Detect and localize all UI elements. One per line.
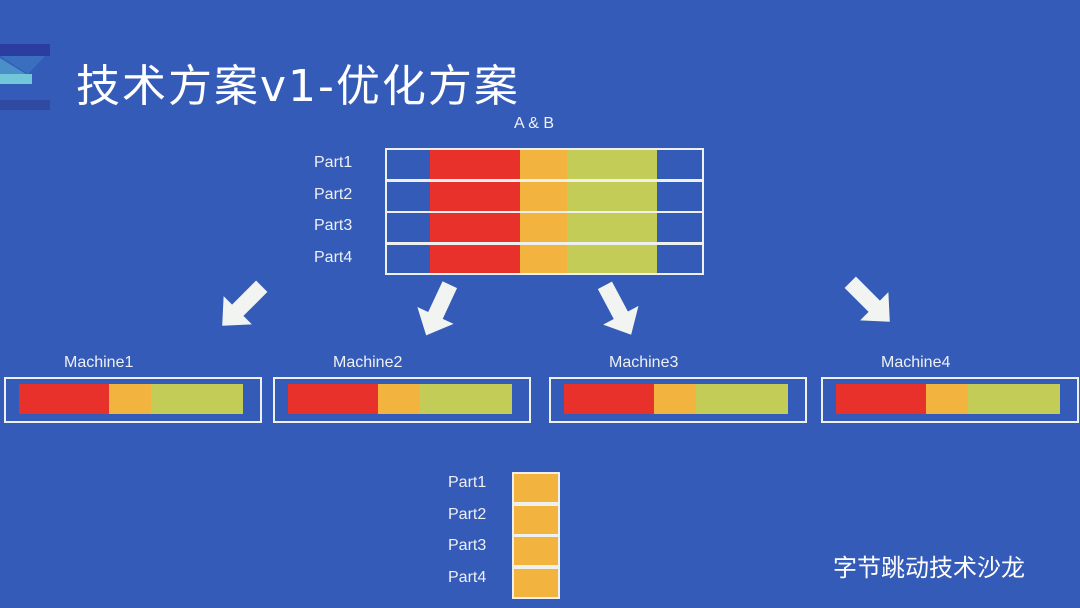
part-label: Part1 bbox=[448, 474, 487, 491]
part-cell bbox=[512, 472, 560, 504]
table-row bbox=[385, 148, 704, 181]
part-label: Part4 bbox=[314, 248, 353, 266]
table-header: A & B bbox=[514, 115, 555, 132]
watermark: 字节跳动技术沙龙 bbox=[833, 554, 1025, 582]
segment-green bbox=[567, 150, 657, 179]
segment-green bbox=[420, 384, 512, 414]
segment-red bbox=[19, 384, 109, 414]
segment-orange bbox=[109, 384, 151, 414]
segment-orange bbox=[378, 384, 420, 414]
part-cell bbox=[512, 503, 560, 536]
part-label: Part1 bbox=[314, 154, 353, 171]
part-cell bbox=[512, 566, 560, 599]
segment-red bbox=[430, 181, 520, 211]
segment-orange bbox=[520, 244, 567, 273]
part-cell bbox=[512, 535, 560, 567]
machine-label: Machine2 bbox=[333, 354, 403, 371]
part-label: Part3 bbox=[314, 217, 353, 234]
machine-label: Machine3 bbox=[609, 354, 679, 371]
segment-red bbox=[564, 384, 654, 414]
segment-green bbox=[567, 213, 657, 242]
segment-green bbox=[696, 384, 788, 414]
segment-green bbox=[567, 181, 657, 211]
arrow-down-right-icon bbox=[844, 276, 890, 322]
segment-green bbox=[968, 384, 1060, 414]
segment-green bbox=[151, 384, 243, 414]
segment-orange bbox=[926, 384, 968, 414]
segment-red bbox=[430, 244, 520, 273]
part-label: Part2 bbox=[448, 505, 487, 523]
part-label: Part2 bbox=[314, 185, 353, 203]
machine-label: Machine1 bbox=[64, 354, 134, 371]
part-label: Part4 bbox=[448, 568, 487, 586]
segment-orange bbox=[520, 181, 567, 211]
logo-icon bbox=[0, 44, 50, 110]
arrow-down-left-icon bbox=[417, 281, 458, 336]
table-row bbox=[385, 242, 704, 275]
segment-orange bbox=[520, 213, 567, 242]
machine-box bbox=[4, 377, 262, 423]
segment-red bbox=[430, 213, 520, 242]
segment-red bbox=[288, 384, 378, 414]
segment-orange bbox=[520, 150, 567, 179]
slide-title: 技术方案v1-优化方案 bbox=[76, 61, 520, 112]
part-label: Part3 bbox=[448, 537, 487, 554]
segment-green bbox=[567, 244, 657, 273]
segment-red bbox=[836, 384, 926, 414]
table-row bbox=[385, 179, 704, 213]
machine-box bbox=[821, 377, 1079, 423]
segment-red bbox=[430, 150, 520, 179]
machine-label: Machine4 bbox=[881, 354, 951, 371]
arrow-down-right-icon bbox=[597, 281, 639, 335]
segment-orange bbox=[654, 384, 696, 414]
table-row bbox=[385, 211, 704, 244]
arrow-down-left-icon bbox=[222, 280, 268, 326]
machine-box bbox=[273, 377, 531, 423]
machine-box bbox=[549, 377, 807, 423]
